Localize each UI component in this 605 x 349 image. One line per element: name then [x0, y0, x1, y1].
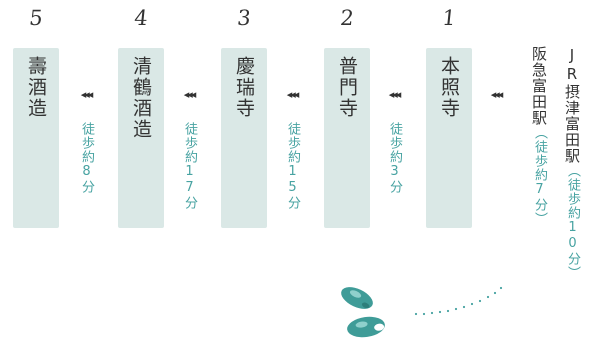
- station-walk-time: （徒歩約7分）: [532, 126, 547, 226]
- step-box: 本照寺: [426, 48, 472, 228]
- step-box: 壽酒造: [13, 48, 59, 228]
- arrow-icon: ◂◂◂: [183, 88, 197, 101]
- step-box: 普門寺: [324, 48, 370, 228]
- dotted-path-icon: [414, 286, 503, 316]
- step-name: 慶瑞寺: [233, 56, 255, 119]
- station-name: 阪急富田駅: [530, 46, 548, 126]
- arrow-icon: ◂◂◂: [388, 88, 402, 101]
- station-hankyu-tonda: 阪急富田駅（徒歩約7分）: [528, 46, 550, 226]
- step-name: 清鶴酒造: [130, 56, 152, 140]
- walk-time: 徒歩約8分: [79, 122, 94, 194]
- step-name: 壽酒造: [25, 56, 47, 119]
- station-jr-settsu-tonda: JR摂津富田駅（徒歩約10分）: [561, 46, 583, 280]
- walk-time: 徒歩約3分: [387, 122, 402, 194]
- step-name: 本照寺: [438, 56, 460, 119]
- step-name: 普門寺: [336, 56, 358, 119]
- walk-time: 徒歩約17分: [182, 122, 197, 210]
- arrow-icon: ◂◂◂: [286, 88, 300, 101]
- arrow-icon: ◂◂◂: [80, 88, 94, 101]
- walk-time: 徒歩約15分: [285, 122, 300, 210]
- step-box: 慶瑞寺: [221, 48, 267, 228]
- footprints-icon: [341, 287, 385, 338]
- arrow-icon: ◂◂◂: [490, 88, 504, 101]
- station-name: JR摂津富田駅: [563, 46, 581, 164]
- step-box: 清鶴酒造: [118, 48, 164, 228]
- station-walk-time: （徒歩約10分）: [565, 164, 580, 280]
